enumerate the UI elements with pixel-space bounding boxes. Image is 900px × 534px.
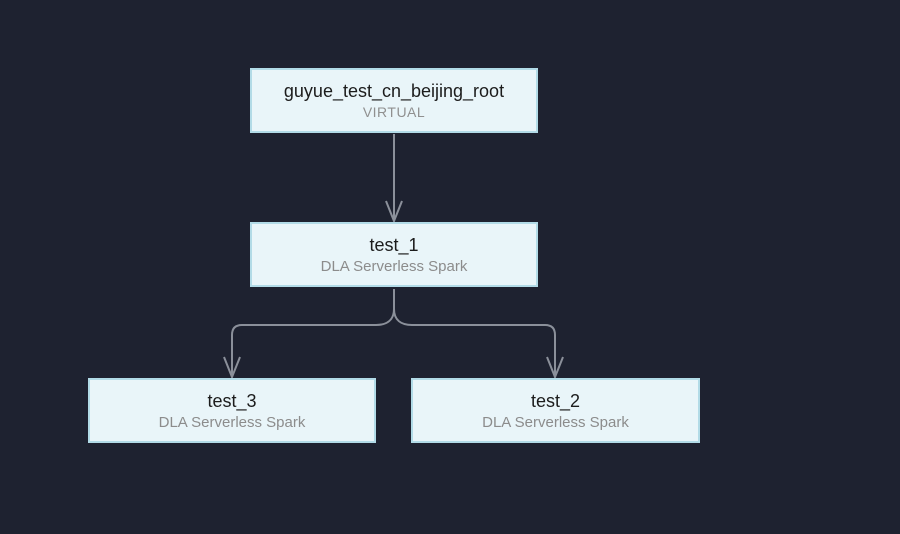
arrowhead-icon	[546, 356, 564, 380]
node-subtitle: VIRTUAL	[362, 104, 426, 120]
node-test-2[interactable]: test_2 DLA Serverless Spark	[411, 378, 700, 443]
node-title: guyue_test_cn_beijing_root	[283, 81, 505, 101]
node-subtitle: DLA Serverless Spark	[158, 413, 306, 431]
node-title: test_2	[530, 390, 581, 411]
arrowhead-icon	[223, 356, 241, 380]
connector-test-1-to-test-3	[231, 289, 395, 377]
node-root[interactable]: guyue_test_cn_beijing_root VIRTUAL	[250, 68, 538, 133]
node-test-1[interactable]: test_1 DLA Serverless Spark	[250, 222, 538, 287]
node-title: test_3	[207, 390, 257, 411]
node-subtitle: DLA Serverless Spark	[482, 413, 629, 431]
arrowhead-icon	[385, 200, 403, 224]
node-subtitle: DLA Serverless Spark	[320, 257, 468, 275]
node-title: test_1	[369, 234, 419, 255]
connector-test-1-to-test-2	[393, 289, 556, 377]
node-test-3[interactable]: test_3 DLA Serverless Spark	[88, 378, 376, 443]
